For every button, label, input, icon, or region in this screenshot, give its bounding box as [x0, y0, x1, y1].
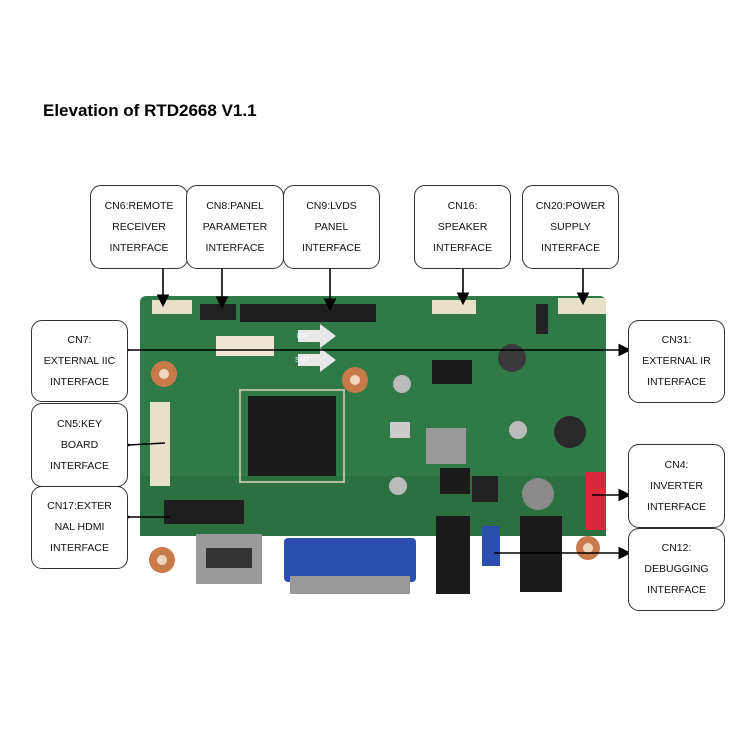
dip-label: DIP: [297, 333, 309, 340]
smt-label: SMT: [295, 357, 310, 364]
page-title: Elevation of RTD2668 V1.1: [43, 101, 257, 120]
